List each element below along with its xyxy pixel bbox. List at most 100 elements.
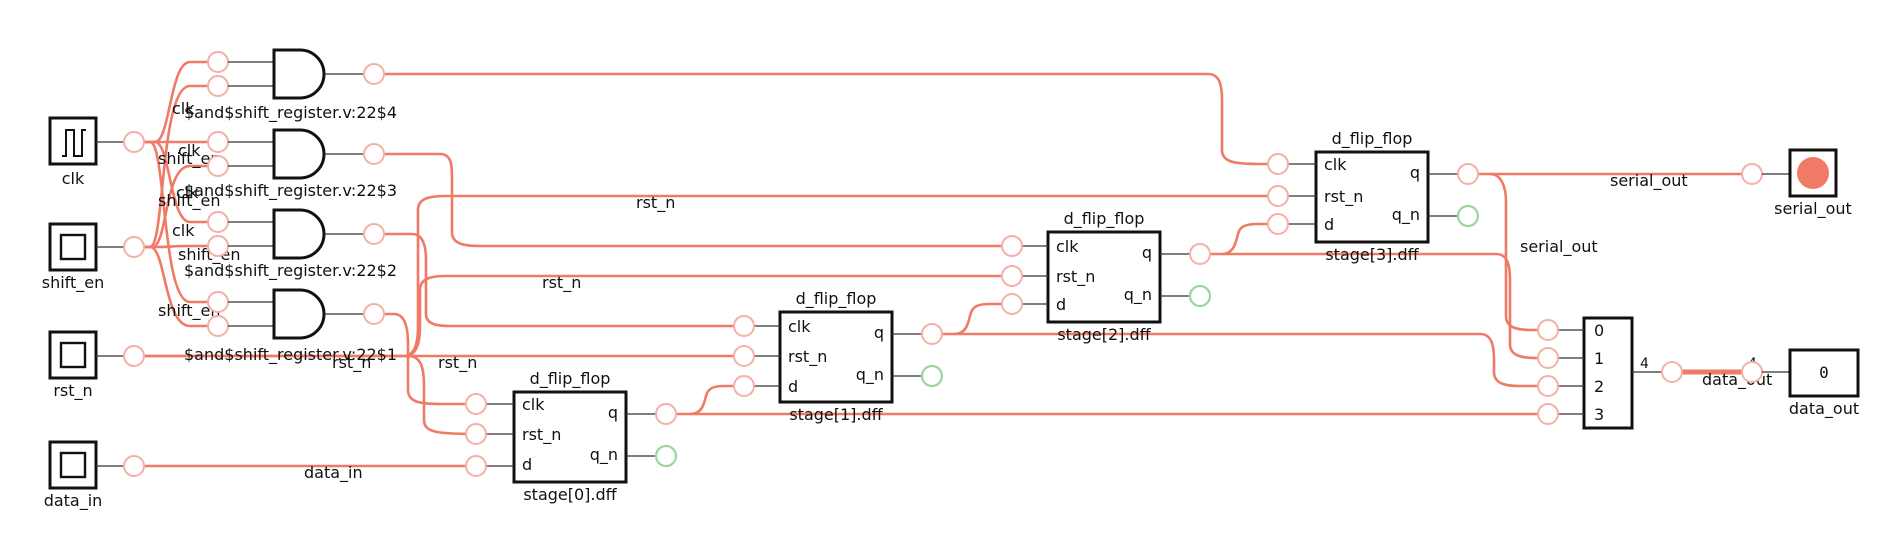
dff-stage-1: d_flip_flop clk rst_n d q q_n stage[1].d… <box>733 289 944 424</box>
wire-label-clk: clk <box>172 99 195 118</box>
dff-stage-3: d_flip_flop clk rst_n d q q_n stage[3].d… <box>1267 129 1480 264</box>
wires <box>134 60 1752 468</box>
clock-icon <box>62 129 86 157</box>
input-label-shift-en: shift_en <box>42 273 105 293</box>
port-label-qn: q_n <box>1124 285 1152 305</box>
gate-label: $and$shift_register.v:22$3 <box>184 181 397 201</box>
input-label-clk: clk <box>62 169 85 188</box>
dff-type-label: d_flip_flop <box>1064 209 1145 229</box>
bus-bit-label: 2 <box>1594 377 1604 396</box>
unused-port <box>1456 204 1480 228</box>
wire-q0-d1 <box>666 384 744 416</box>
port-label-clk: clk <box>1056 237 1079 256</box>
port-label-qn: q_n <box>856 365 884 385</box>
port-label-clk: clk <box>1324 155 1347 174</box>
wire-label-bus-width: 4 <box>1640 356 1649 372</box>
unused-port <box>654 444 678 468</box>
gate-label: $and$shift_register.v:22$1 <box>184 345 397 365</box>
wire-label-rst-n: rst_n <box>438 353 477 373</box>
port-label-rst: rst_n <box>1056 267 1095 287</box>
wire-shift-en-gate4 <box>134 84 218 249</box>
wire-clk-gate2 <box>134 140 218 224</box>
wire-q1-mux2 <box>954 332 1548 388</box>
bus-bit-label: 1 <box>1594 349 1604 368</box>
wire-rst-dff0 <box>134 354 477 436</box>
dff-stage-0: d_flip_flop clk rst_n d q q_n stage[0].d… <box>465 369 678 504</box>
wire-q1-d2 <box>932 302 1012 336</box>
port-label-q: q <box>874 323 884 342</box>
port-label-rst: rst_n <box>522 425 561 445</box>
wire-label-shift-en: shift_en <box>158 149 221 169</box>
wire-label-shift-en: shift_en <box>158 301 221 321</box>
port-label-qn: q_n <box>590 445 618 465</box>
port-clk <box>123 131 145 153</box>
wire-shift-en-gate1 <box>134 245 218 328</box>
gate-label: $and$shift_register.v:22$2 <box>184 261 397 281</box>
input-clk: clk <box>48 116 145 188</box>
wire-q3-mux0 <box>1489 172 1548 332</box>
and-gate-1: $and$shift_register.v:22$1 <box>184 288 397 365</box>
and-gate-4: $and$shift_register.v:22$4 <box>184 48 397 123</box>
wire-gate3-dff2-clk <box>374 152 1012 248</box>
output-data-out: 0 data_out <box>1741 348 1860 419</box>
input-port-icon <box>59 341 87 369</box>
gate-label: $and$shift_register.v:22$4 <box>184 103 397 123</box>
output-label-data-out: data_out <box>1789 399 1859 419</box>
wire-label-rst-n: rst_n <box>332 353 371 373</box>
input-label-data-in: data_in <box>44 491 103 511</box>
port-label-d: d <box>1324 215 1334 234</box>
port-data-in <box>123 455 145 477</box>
wire-labels: clk clk clk clk shift_en shift_en shift_… <box>158 99 1772 483</box>
dff-type-label: d_flip_flop <box>1332 129 1413 149</box>
output-led-icon <box>1797 157 1829 189</box>
input-port-icon <box>59 451 87 479</box>
wire-label-serial-out: serial_out <box>1610 171 1688 191</box>
port-label-rst: rst_n <box>788 347 827 367</box>
input-port-icon <box>59 233 87 261</box>
wire-q2-mux1 <box>1222 252 1548 360</box>
port-label-rst: rst_n <box>1324 187 1363 207</box>
wire-label-shift-en: shift_en <box>158 191 221 211</box>
wire-label-rst-n: rst_n <box>636 193 675 213</box>
output-serial-out: serial_out <box>1741 148 1852 219</box>
wire-gate4-dff3-clk <box>374 72 1278 166</box>
input-shift-en: shift_en <box>42 222 145 293</box>
port-label-q: q <box>1142 243 1152 262</box>
port-label-d: d <box>1056 295 1066 314</box>
wire-label-clk: clk <box>178 141 201 160</box>
output-value: 0 <box>1819 363 1829 382</box>
input-label-rst-n: rst_n <box>53 381 92 401</box>
unused-port <box>920 364 944 388</box>
dff-instance-label: stage[1].dff <box>789 405 883 424</box>
port-label-clk: clk <box>522 395 545 414</box>
wire-q2-d3 <box>1200 222 1278 256</box>
dff-type-label: d_flip_flop <box>530 369 611 389</box>
input-data-in: data_in <box>44 440 145 511</box>
port-rst-n <box>123 345 145 367</box>
bus-concat: 0 1 2 3 <box>1537 316 1683 430</box>
bus-bit-label: 3 <box>1594 405 1604 424</box>
wire-gate1-dff0-clk <box>374 312 476 406</box>
dff-stage-2: d_flip_flop clk rst_n d q q_n stage[2].d… <box>1001 209 1212 344</box>
port-label-q: q <box>1410 163 1420 182</box>
unused-port <box>1188 284 1212 308</box>
bus-bit-label: 0 <box>1594 321 1604 340</box>
wire-rst-dff3 <box>403 194 1278 358</box>
wire-rst-dff2 <box>403 274 1012 358</box>
input-rst-n: rst_n <box>48 330 145 401</box>
dff-instance-label: stage[3].dff <box>1325 245 1419 264</box>
dff-instance-label: stage[0].dff <box>523 485 617 504</box>
wire-label-clk: clk <box>176 183 199 202</box>
wire-label-clk: clk <box>172 221 195 240</box>
port-label-d: d <box>788 377 798 396</box>
wire-clk-gate1 <box>134 140 218 304</box>
wire-label-data-in: data_in <box>304 463 363 483</box>
and-gate-2: $and$shift_register.v:22$2 <box>184 208 397 281</box>
port-label-clk: clk <box>788 317 811 336</box>
dff-type-label: d_flip_flop <box>796 289 877 309</box>
wire-label-rst-n: rst_n <box>542 273 581 293</box>
port-label-d: d <box>522 455 532 474</box>
wire-label-serial-out: serial_out <box>1520 237 1598 257</box>
and-gate-3: $and$shift_register.v:22$3 <box>184 128 397 201</box>
